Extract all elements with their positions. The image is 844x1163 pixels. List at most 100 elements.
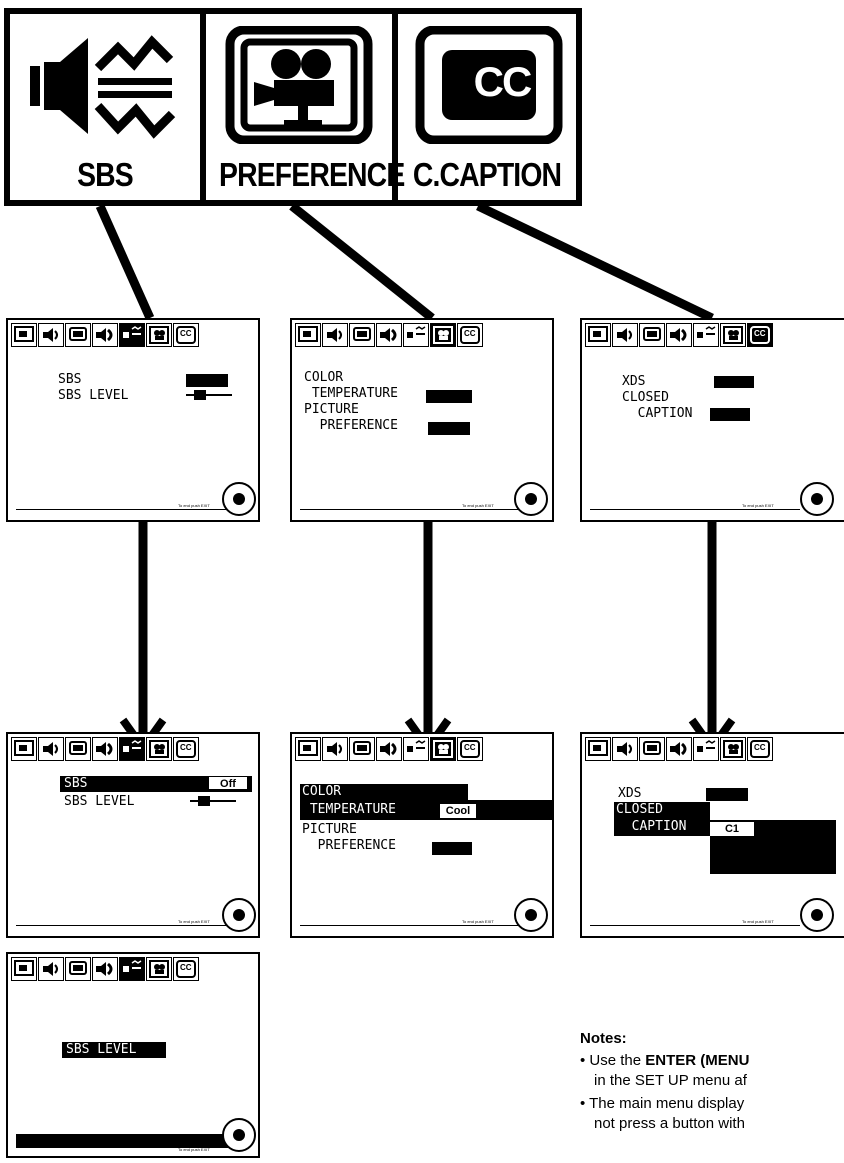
- tab-setup[interactable]: [65, 323, 91, 347]
- tab-presm[interactable]: [376, 323, 402, 347]
- temperature-row-highlight[interactable]: [300, 800, 552, 820]
- screen-sbs-step2: CC SBS Off SBS LEVEL To end push EXIT: [6, 732, 260, 938]
- menu-item-picture[interactable]: PICTURE: [302, 822, 357, 837]
- temperature-value-option[interactable]: Cool: [440, 804, 476, 818]
- closed-caption-highlight[interactable]: [614, 802, 710, 836]
- menu-item-closed[interactable]: CLOSED: [622, 390, 669, 405]
- tab-caption[interactable]: CC: [173, 737, 199, 761]
- tab-setup[interactable]: [639, 323, 665, 347]
- preference-value-box[interactable]: [428, 422, 470, 435]
- tab-presm[interactable]: [92, 323, 118, 347]
- tab-audio[interactable]: [38, 737, 64, 761]
- tab-picture[interactable]: [11, 737, 37, 761]
- temperature-value-box[interactable]: [426, 390, 472, 403]
- color-temp-highlight[interactable]: [300, 784, 468, 800]
- caption-menu-cell: CC C.CAPTION: [392, 14, 576, 200]
- tab-audio[interactable]: [38, 323, 64, 347]
- tab-audio[interactable]: [612, 323, 638, 347]
- tab-presm[interactable]: [666, 323, 692, 347]
- closed-caption-icon: [176, 960, 196, 978]
- menu-item-color[interactable]: COLOR: [304, 370, 344, 385]
- tab-presm[interactable]: [92, 957, 118, 981]
- tab-picture[interactable]: [585, 323, 611, 347]
- footer-rule: [300, 925, 520, 926]
- menu-item-sbs-level[interactable]: SBS LEVEL: [58, 388, 129, 403]
- tab-sbs[interactable]: [693, 737, 719, 761]
- tab-setup[interactable]: [349, 737, 375, 761]
- tab-caption[interactable]: CC: [173, 323, 199, 347]
- tab-setup[interactable]: [65, 737, 91, 761]
- tab-presm[interactable]: [92, 737, 118, 761]
- navigation-pad-icon: [514, 482, 548, 516]
- sbs-level-adjust-bar[interactable]: [16, 1134, 242, 1148]
- menu-item-caption[interactable]: CAPTION: [622, 406, 693, 421]
- menu-item-temperature[interactable]: TEMPERATURE: [302, 802, 396, 817]
- menu-item-picture[interactable]: PICTURE: [304, 402, 359, 417]
- tab-preference[interactable]: [146, 737, 172, 761]
- tab-preference[interactable]: [720, 323, 746, 347]
- tab-audio[interactable]: [322, 737, 348, 761]
- tab-sbs[interactable]: [403, 737, 429, 761]
- screen-caption-step2: CC XDS CLOSED CAPTION C1 To end push EXI…: [580, 732, 844, 938]
- sbs-level-highlight[interactable]: [62, 1042, 166, 1058]
- tab-setup[interactable]: [65, 957, 91, 981]
- menu-item-xds[interactable]: XDS: [618, 786, 642, 801]
- sbs-level-slider[interactable]: [186, 390, 232, 400]
- sbs-value-option[interactable]: Off: [208, 776, 248, 790]
- tab-sbs[interactable]: [119, 323, 145, 347]
- movie-camera-icon: [723, 740, 743, 758]
- tab-preference[interactable]: [146, 323, 172, 347]
- menu-item-preference[interactable]: PREFERENCE: [302, 838, 396, 853]
- xds-value-box[interactable]: [714, 376, 754, 388]
- tab-sbs[interactable]: [693, 323, 719, 347]
- sbs-icon: [697, 326, 716, 338]
- tab-setup[interactable]: [349, 323, 375, 347]
- tab-picture[interactable]: [11, 957, 37, 981]
- tab-caption[interactable]: CC: [457, 323, 483, 347]
- menu-item-temperature[interactable]: TEMPERATURE: [304, 386, 398, 401]
- picture-icon: [298, 740, 318, 756]
- tab-sbs[interactable]: [119, 737, 145, 761]
- tab-picture[interactable]: [11, 323, 37, 347]
- menu-item-preference[interactable]: PREFERENCE: [304, 418, 398, 433]
- tab-preference[interactable]: [430, 323, 456, 347]
- sbs-level-slider[interactable]: [190, 796, 236, 806]
- menu-item-closed[interactable]: CLOSED: [616, 802, 663, 817]
- menu-item-sbs-level[interactable]: SBS LEVEL: [64, 794, 135, 809]
- tab-sbs[interactable]: [119, 957, 145, 981]
- menu-item-color[interactable]: COLOR: [302, 784, 342, 799]
- tab-audio[interactable]: [612, 737, 638, 761]
- preference-value-box[interactable]: [432, 842, 472, 855]
- tab-picture[interactable]: [585, 737, 611, 761]
- tab-preference[interactable]: [720, 737, 746, 761]
- tab-presm[interactable]: [376, 737, 402, 761]
- navigation-pad-icon: [800, 898, 834, 932]
- sbs-value-box[interactable]: [186, 374, 228, 387]
- tab-picture[interactable]: [295, 737, 321, 761]
- tab-setup[interactable]: [639, 737, 665, 761]
- closed-caption-icon: [750, 740, 770, 758]
- tab-audio[interactable]: [38, 957, 64, 981]
- speaker-icon: [327, 742, 342, 756]
- tab-preference[interactable]: [430, 737, 456, 761]
- caption-value-box[interactable]: [710, 408, 750, 421]
- tab-audio[interactable]: [322, 323, 348, 347]
- tab-caption[interactable]: CC: [457, 737, 483, 761]
- caption-value-option[interactable]: C1: [710, 822, 754, 836]
- menu-item-sbs-level[interactable]: SBS LEVEL: [66, 1042, 137, 1057]
- tab-preference[interactable]: [146, 957, 172, 981]
- tab-caption[interactable]: CC: [747, 323, 773, 347]
- menu-item-caption[interactable]: CAPTION: [616, 819, 687, 834]
- tab-caption[interactable]: CC: [173, 957, 199, 981]
- closed-caption-icon: [176, 326, 196, 344]
- xds-value-box[interactable]: [706, 788, 748, 801]
- tab-picture[interactable]: [295, 323, 321, 347]
- tab-presm[interactable]: [666, 737, 692, 761]
- menu-item-sbs[interactable]: SBS: [64, 776, 88, 791]
- setup-icon: [353, 741, 371, 755]
- menu-item-xds[interactable]: XDS: [622, 374, 646, 389]
- sbs-row-highlight[interactable]: [60, 776, 252, 792]
- tab-sbs[interactable]: [403, 323, 429, 347]
- tab-caption[interactable]: CC: [747, 737, 773, 761]
- menu-item-sbs[interactable]: SBS: [58, 372, 82, 387]
